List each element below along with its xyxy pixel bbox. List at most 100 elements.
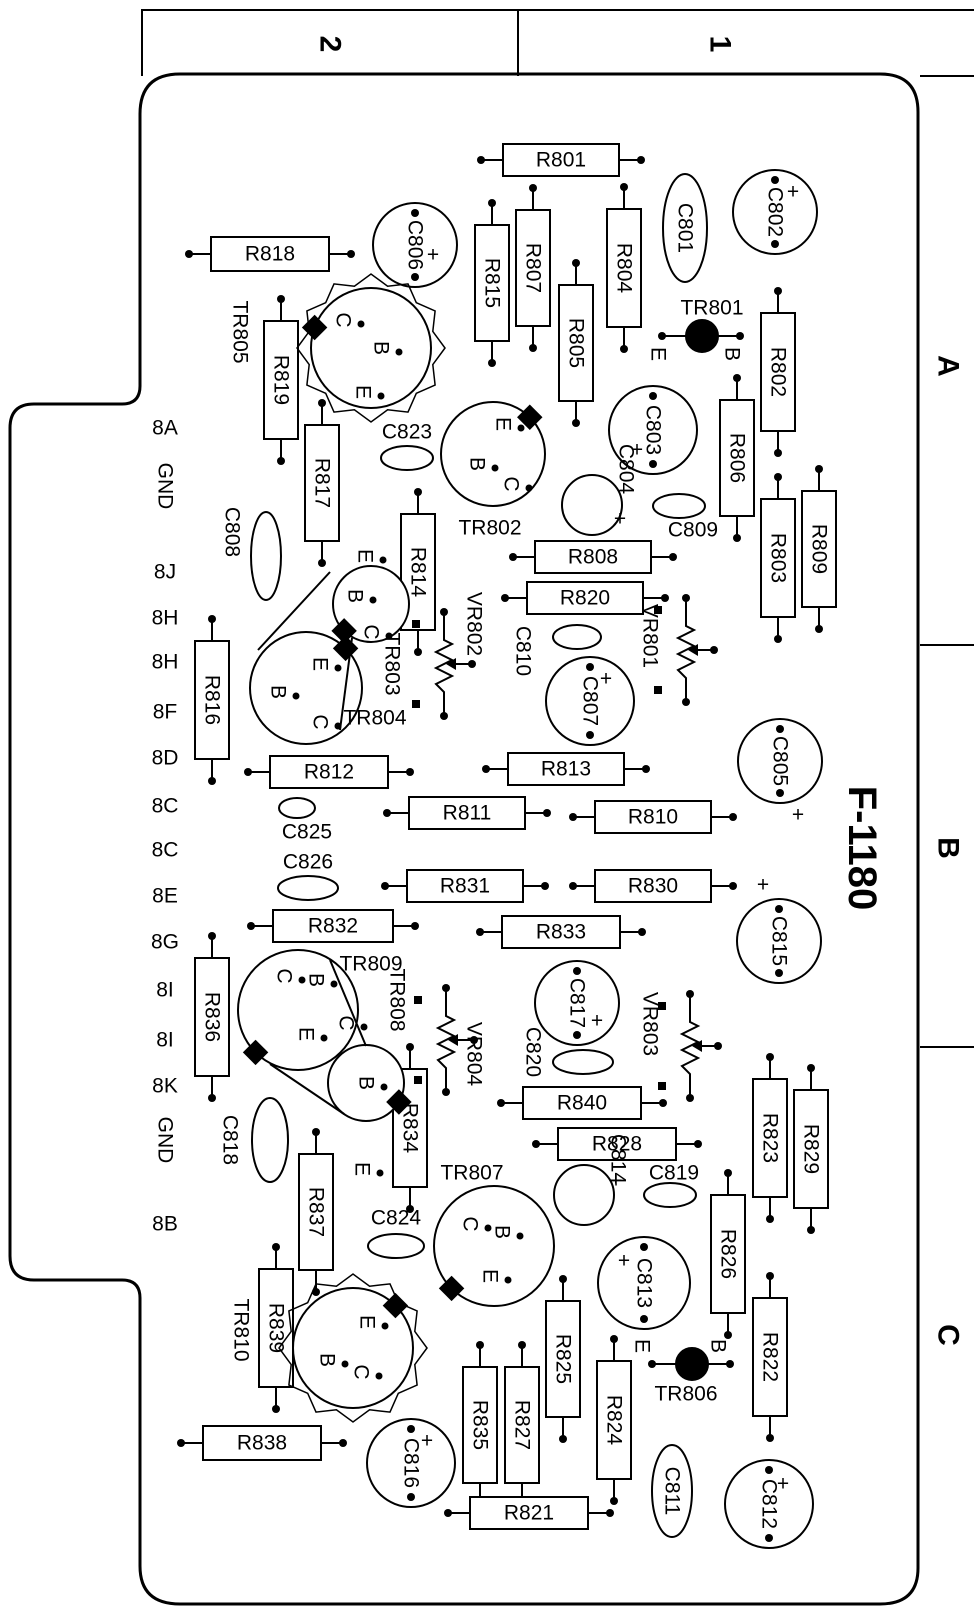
pad-dot: [208, 615, 216, 623]
resistor-label: R832: [308, 915, 358, 938]
pad-dot: [729, 813, 737, 821]
resistor-r835: R835: [462, 1341, 498, 1509]
resistor-body: [760, 498, 796, 618]
polarity-plus: +: [757, 874, 769, 897]
capacitor-label: C811: [661, 1467, 684, 1516]
pad-dot: [766, 1053, 774, 1061]
pad-dot: [815, 625, 823, 633]
connector-pin-label: 8I: [156, 979, 174, 1002]
pad-dot: [470, 1036, 478, 1044]
resistor-label: R817: [311, 458, 334, 508]
pad-dot: [620, 183, 628, 191]
connector-pin-label: 8C: [152, 795, 179, 818]
trimmer-resistive-track: [433, 614, 455, 714]
capacitor-body: [724, 1459, 814, 1549]
transistor-label: TR801: [680, 297, 743, 320]
transistor-body: [249, 631, 363, 745]
resistor-label: R810: [628, 806, 678, 829]
pad-dot: [347, 250, 355, 258]
polarity-plus: +: [777, 1473, 789, 1496]
pad-dot: [440, 608, 448, 616]
capacitor-c803: C803+: [608, 385, 698, 475]
resistor-r807: R807: [515, 184, 551, 352]
capacitor-label: C802: [764, 187, 787, 237]
capacitor-label: C805: [769, 736, 792, 786]
capacitor-body: [552, 624, 602, 650]
connector-pin-label: 8A: [152, 417, 178, 440]
pad-dot: [488, 199, 496, 207]
resistor-r836: R836: [194, 932, 230, 1102]
resistor-body: [557, 1127, 677, 1161]
resistor-label: R829: [800, 1124, 823, 1174]
pad-dot: [525, 484, 533, 492]
capacitor-c820: C820: [522, 1027, 614, 1077]
pad-dot: [694, 1140, 702, 1148]
capacitor-c801: C801: [662, 173, 708, 283]
resistor-body: [594, 869, 712, 903]
grid-row-label: A: [932, 355, 965, 377]
pad-dot: [517, 424, 525, 432]
pad-dot: [807, 1226, 815, 1234]
pad-dot: [659, 1099, 667, 1107]
transistor-label: TR808: [386, 968, 409, 1031]
resistor-label: R833: [536, 921, 586, 944]
resistor-r818: R818: [185, 236, 355, 272]
capacitor-body: [737, 718, 823, 804]
trimmer-label: VR801: [639, 604, 662, 668]
pad-dot: [710, 646, 718, 654]
resistor-body: [501, 915, 621, 949]
heatsink-outline: [296, 273, 446, 423]
pad-dot: [406, 1205, 414, 1213]
pad-dot: [661, 594, 669, 602]
capacitor-label: C813: [633, 1258, 656, 1308]
polarity-plus: +: [787, 181, 799, 204]
resistor-body: [526, 581, 644, 615]
capacitor-c810: C810: [512, 624, 602, 676]
resistor-r821: R821: [444, 1496, 614, 1530]
resistor-body: [594, 800, 712, 834]
transistor-pin-label: C: [309, 714, 332, 729]
transistor-pin-label: B: [466, 457, 489, 471]
connector-pin-label: 8B: [152, 1213, 178, 1236]
connector-pin-label: 8I: [156, 1029, 174, 1052]
resistor-r820: R820: [501, 581, 669, 615]
pad-dot: [383, 809, 391, 817]
pad-dot: [442, 1088, 450, 1096]
polarity-plus: +: [427, 244, 439, 267]
pad-dot: [649, 392, 657, 400]
trimmer-mark: [654, 606, 662, 614]
resistor-label: R828: [592, 1133, 642, 1156]
resistor-label: R813: [541, 758, 591, 781]
resistor-r824: R824: [596, 1335, 632, 1505]
pad-dot: [411, 209, 419, 217]
polarity-plus: +: [631, 439, 643, 462]
resistor-body: [474, 224, 510, 342]
trimmer-resistive-track: [435, 990, 457, 1090]
transistor-pin-label: B: [491, 1225, 514, 1239]
capacitor-body: [372, 202, 458, 288]
trimmer-label: VR802: [463, 592, 486, 656]
resistor-label: R814: [407, 547, 430, 598]
capacitor-c802: C802+: [732, 169, 818, 255]
board-outline: [8, 72, 920, 1606]
transistor-pin-label: E: [631, 1339, 654, 1353]
pad-dot: [334, 664, 342, 672]
capacitor-c826: C826: [277, 851, 339, 901]
resistor-body: [469, 1496, 589, 1530]
transistor-pin-label: C: [332, 312, 355, 327]
capacitor-label: C804: [615, 444, 638, 495]
resistor-label: R807: [522, 243, 545, 293]
pad-dot: [559, 1275, 567, 1283]
pad-dot: [774, 473, 782, 481]
transistor-pin-label: E: [351, 1162, 374, 1176]
transistor-body: [433, 1185, 555, 1307]
transistor-pin-label: B: [707, 1339, 730, 1353]
pad-dot: [766, 1215, 774, 1223]
transistor-pin-label: C: [335, 1015, 358, 1030]
trimmer-mark: [412, 700, 420, 708]
pad-dot: [379, 556, 387, 564]
resistor-r839: R839: [258, 1243, 294, 1413]
